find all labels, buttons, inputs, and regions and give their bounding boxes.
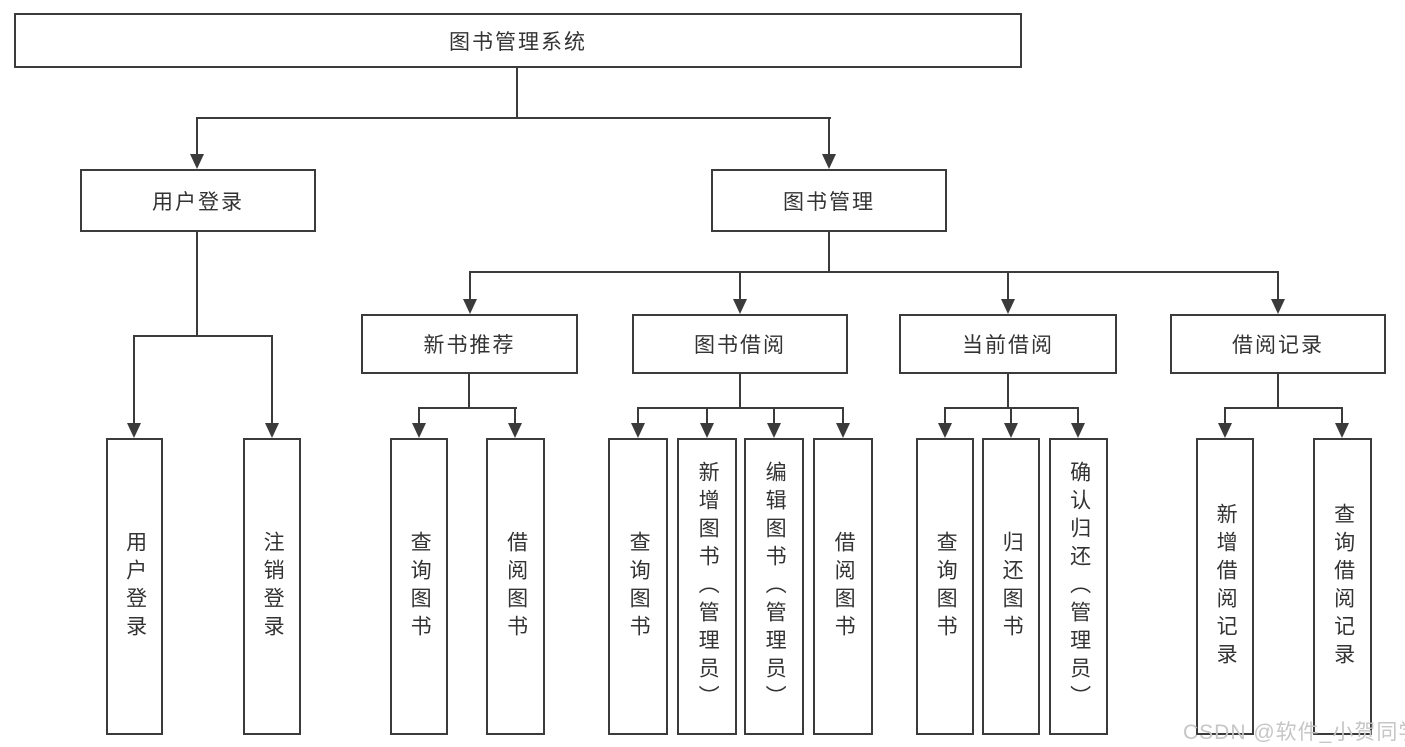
leaf-label: 借阅图书 <box>832 530 856 643</box>
leaf-label: 用户登录 <box>123 530 147 643</box>
connector-borrow-1 <box>637 407 639 425</box>
connector-records-right <box>1341 407 1343 425</box>
arrow-down-icon <box>938 423 952 438</box>
node-new-book-recommend: 新书推荐 <box>361 314 578 374</box>
leaf-label: 确认归还（管理员） <box>1067 460 1091 713</box>
connector-borrow-stem <box>739 374 741 409</box>
connector-current-stem <box>1007 374 1009 409</box>
connector-records-stem <box>1277 374 1279 409</box>
connector-to-leaf-logout <box>271 335 273 425</box>
leaf-newbook-borrow-books: 借阅图书 <box>486 438 545 735</box>
leaf-borrow-query-books: 查询图书 <box>608 438 668 735</box>
arrow-down-icon <box>1071 423 1085 438</box>
leaf-label: 查询借阅记录 <box>1331 502 1355 671</box>
arrow-down-icon <box>463 299 477 314</box>
node-library-management-system: 图书管理系统 <box>14 13 1022 68</box>
connector-current-3 <box>1077 407 1079 425</box>
connector-book-mgmt-rail <box>469 271 1279 273</box>
leaf-label: 新增借阅记录 <box>1214 502 1238 671</box>
arrow-down-icon <box>767 423 781 438</box>
arrow-down-icon <box>1271 299 1285 314</box>
connector-to-book-management <box>828 117 830 157</box>
leaf-current-query-books: 查询图书 <box>916 438 974 735</box>
arrow-down-icon <box>1001 299 1015 314</box>
leaf-label: 查询图书 <box>934 530 958 643</box>
connector-newbook-right <box>514 407 516 425</box>
arrow-down-icon <box>822 154 836 169</box>
leaf-user-login: 用户登录 <box>106 438 163 735</box>
connector-records-rail <box>1224 407 1342 409</box>
connector-to-borrow-records <box>1277 271 1279 301</box>
connector-newbook-left <box>418 407 420 425</box>
leaf-borrow-edit-books-admin: 编辑图书（管理员） <box>744 438 804 735</box>
arrow-down-icon <box>265 423 279 438</box>
connector-borrow-3 <box>773 407 775 425</box>
leaf-borrow-borrow-books: 借阅图书 <box>813 438 873 735</box>
connector-borrow-rail <box>637 407 843 409</box>
leaf-label: 借阅图书 <box>504 530 528 643</box>
arrow-down-icon <box>412 423 426 438</box>
connector-current-1 <box>944 407 946 425</box>
arrow-down-icon <box>700 423 714 438</box>
connector-root-rail <box>196 117 831 119</box>
leaf-logout: 注销登录 <box>243 438 301 735</box>
arrow-down-icon <box>1218 423 1232 438</box>
connector-borrow-4 <box>842 407 844 425</box>
connector-borrow-2 <box>706 407 708 425</box>
leaf-label: 注销登录 <box>261 530 285 643</box>
connector-user-login-stem <box>196 232 198 337</box>
arrow-down-icon <box>190 154 204 169</box>
leaf-label: 编辑图书（管理员） <box>763 460 787 713</box>
leaf-borrow-add-books-admin: 新增图书（管理员） <box>677 438 737 735</box>
arrow-down-icon <box>127 423 141 438</box>
leaf-records-add-record: 新增借阅记录 <box>1196 438 1254 735</box>
arrow-down-icon <box>631 423 645 438</box>
leaf-label: 查询图书 <box>627 530 651 643</box>
node-borrowing-records: 借阅记录 <box>1170 314 1386 374</box>
node-user-login: 用户登录 <box>80 169 316 232</box>
connector-book-mgmt-stem <box>828 232 830 273</box>
connector-to-user-login <box>196 117 198 157</box>
leaf-current-confirm-return-admin: 确认归还（管理员） <box>1049 438 1108 735</box>
arrow-down-icon <box>733 299 747 314</box>
arrow-down-icon <box>508 423 522 438</box>
leaf-newbook-query-books: 查询图书 <box>390 438 448 735</box>
connector-to-new-book <box>469 271 471 301</box>
connector-user-login-rail <box>133 335 273 337</box>
node-current-borrowing: 当前借阅 <box>899 314 1117 374</box>
connector-newbook-stem <box>468 374 470 409</box>
connector-to-book-borrow <box>739 271 741 301</box>
connector-root-stem <box>516 68 518 119</box>
connector-current-2 <box>1010 407 1012 425</box>
leaf-records-query-record: 查询借阅记录 <box>1313 438 1372 735</box>
connector-to-leaf-login <box>133 335 135 425</box>
connector-records-left <box>1224 407 1226 425</box>
leaf-label: 新增图书（管理员） <box>696 460 720 713</box>
arrow-down-icon <box>836 423 850 438</box>
arrow-down-icon <box>1335 423 1349 438</box>
connector-newbook-rail <box>418 407 517 409</box>
node-book-management: 图书管理 <box>711 169 947 232</box>
leaf-current-return-books: 归还图书 <box>982 438 1040 735</box>
node-book-borrowing: 图书借阅 <box>632 314 848 374</box>
leaf-label: 归还图书 <box>1000 530 1024 643</box>
arrow-down-icon <box>1004 423 1018 438</box>
csdn-watermark: CSDN @软件_小贺同学 <box>1183 721 1405 744</box>
connector-to-current-borrow <box>1007 271 1009 301</box>
leaf-label: 查询图书 <box>408 530 432 643</box>
